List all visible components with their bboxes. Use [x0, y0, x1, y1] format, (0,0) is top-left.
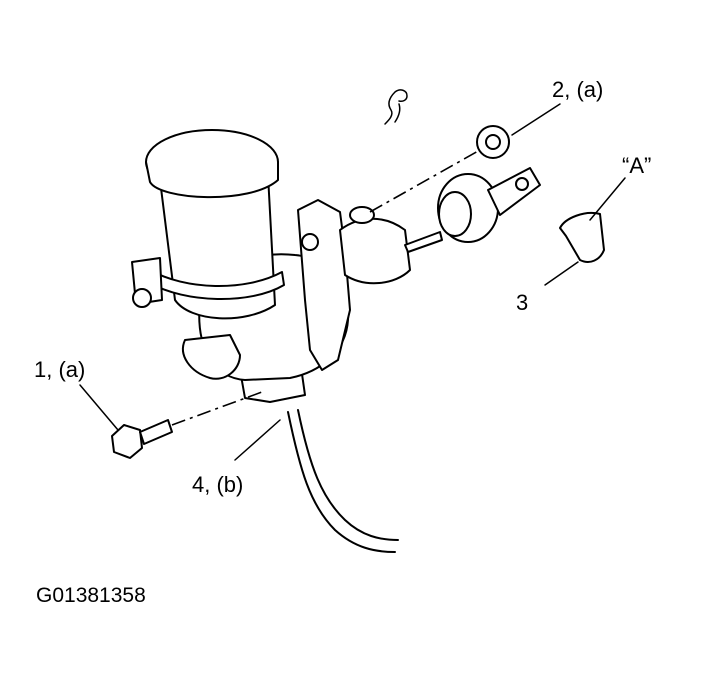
leader-flare-nut [234, 419, 281, 461]
label-view: “A” [622, 153, 651, 178]
leader-view [589, 177, 626, 221]
front-direction-symbol [384, 89, 408, 125]
nut [476, 125, 510, 159]
label-bolt: 1, (a) [34, 357, 85, 382]
label-nut: 2, (a) [552, 77, 603, 102]
clip [559, 212, 605, 263]
figure-code: G01381358 [36, 584, 146, 607]
leader-clip [544, 261, 579, 286]
label-flare-nut: 4, (b) [192, 472, 243, 497]
pushrod-clevis [404, 167, 541, 253]
master-cylinder [131, 129, 411, 403]
clutch-pipe [287, 409, 399, 553]
bolt [111, 419, 173, 459]
leader-bolt [79, 384, 119, 431]
leader-nut [511, 103, 561, 136]
label-clip: 3 [516, 290, 528, 315]
